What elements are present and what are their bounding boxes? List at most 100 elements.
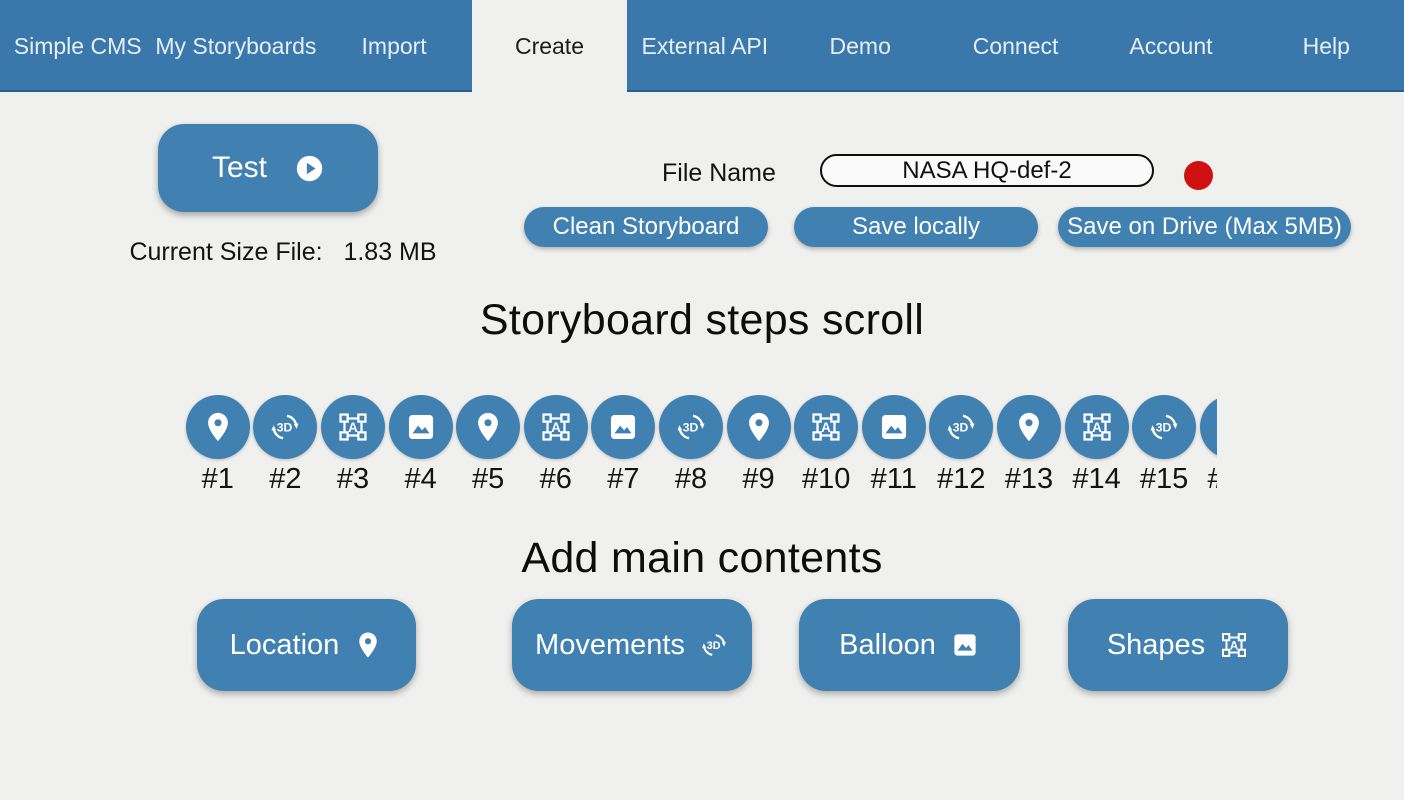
step-label: #12	[937, 463, 986, 495]
rotation-3d-icon: 3D	[699, 630, 729, 660]
svg-text:3D: 3D	[277, 421, 293, 435]
shapes-icon: A	[1219, 630, 1249, 660]
file-name-input[interactable]	[820, 154, 1154, 187]
storyboard-step-12[interactable]: 3D #12	[928, 395, 996, 503]
shapes-icon: A	[336, 410, 370, 444]
step-circle[interactable]: 3D	[1132, 395, 1197, 459]
storyboard-step-15[interactable]: 3D#15	[1130, 395, 1198, 503]
step-circle[interactable]: A	[320, 395, 385, 459]
shapes-icon: A	[809, 410, 843, 444]
location-icon	[353, 630, 383, 660]
nav-item-create[interactable]: Create	[471, 0, 628, 92]
nav-item-account[interactable]: Account	[1129, 32, 1213, 59]
step-label: #2	[269, 463, 302, 495]
nav-item-connect[interactable]: Connect	[972, 32, 1059, 59]
storyboard-steps-title: Storyboard steps scroll	[479, 296, 925, 344]
step-label: #3	[336, 463, 370, 495]
test-button-label: Test	[211, 151, 268, 184]
storyboard-step-14[interactable]: A #14	[1063, 395, 1131, 503]
image-icon	[404, 410, 438, 444]
storyboard-step-7[interactable]: #7	[590, 395, 658, 503]
location-icon	[201, 410, 235, 444]
test-button[interactable]: Test	[158, 124, 378, 212]
nav-item-demo[interactable]: Demo	[829, 32, 891, 59]
image-icon	[950, 630, 980, 660]
storyboard-step-10[interactable]: A #10	[792, 395, 860, 503]
svg-text:3D: 3D	[1156, 421, 1172, 435]
step-circle[interactable]	[996, 395, 1061, 459]
current-file-size-label: Current Size File:	[129, 238, 323, 266]
storyboard-step-5[interactable]: #5	[454, 395, 522, 503]
svg-text:3D: 3D	[707, 640, 721, 652]
storyboard-step-9[interactable]: #9	[725, 395, 793, 503]
add-balloon-button[interactable]: Balloon	[799, 599, 1020, 691]
step-label: #7	[607, 463, 640, 495]
step-circle[interactable]	[388, 395, 453, 459]
current-file-size-value: 1.83 MB	[343, 238, 437, 266]
storyboard-step-3[interactable]: A #3	[319, 395, 387, 503]
step-circle[interactable]	[591, 395, 656, 459]
location-icon	[1012, 410, 1046, 444]
add-shapes-button[interactable]: Shapes A	[1068, 599, 1288, 691]
step-circle[interactable]	[1199, 395, 1217, 459]
step-label: #5	[472, 463, 505, 495]
nav-item-import[interactable]: Import	[361, 32, 427, 59]
svg-text:A: A	[821, 420, 831, 435]
step-label: #10	[801, 463, 851, 495]
svg-text:A: A	[551, 420, 561, 435]
svg-text:A: A	[1092, 420, 1102, 435]
shapes-icon: A	[539, 410, 573, 444]
step-label: #6	[539, 463, 572, 495]
step-circle[interactable]: 3D	[929, 395, 994, 459]
nav-item-my-storyboards[interactable]: My Storyboards	[155, 32, 317, 59]
rotation-3d-icon: 3D	[268, 410, 302, 444]
step-circle[interactable]: A	[794, 395, 859, 459]
status-dot	[1184, 161, 1213, 190]
step-circle[interactable]	[185, 395, 250, 459]
storyboard-step-11[interactable]: #11	[860, 395, 928, 503]
storyboard-step-16[interactable]: #16	[1198, 395, 1217, 503]
step-label: #8	[674, 463, 708, 495]
step-label: #13	[1004, 463, 1054, 495]
step-circle[interactable]: 3D	[658, 395, 723, 459]
add-location-button[interactable]: Location	[197, 599, 416, 691]
step-circle[interactable]: A	[523, 395, 588, 459]
nav-item-help[interactable]: Help	[1302, 32, 1350, 59]
storyboard-steps-scroll[interactable]: #1 3D #2 A #3 #4 #5 A #6 #7 3D #8 #9 A #10 #11 3D #12 #13 A…	[184, 395, 1217, 503]
clean-storyboard-button[interactable]: Clean Storyboard	[524, 207, 768, 247]
add-shapes-label: Shapes	[1106, 628, 1206, 661]
shapes-icon: A	[1080, 410, 1114, 444]
step-label: #16	[1208, 463, 1218, 496]
svg-text:A: A	[348, 420, 358, 435]
current-file-size: Current Size File: 1.83 MB	[128, 238, 438, 267]
svg-text:3D: 3D	[953, 421, 969, 435]
storyboard-step-1[interactable]: #1	[184, 395, 252, 503]
play-circle-icon	[295, 154, 324, 183]
rotation-3d-icon: 3D	[944, 410, 978, 444]
rotation-3d-icon: 3D	[1147, 410, 1181, 444]
storyboard-step-6[interactable]: A #6	[522, 395, 590, 503]
svg-text:3D: 3D	[683, 421, 699, 435]
rotation-3d-icon: 3D	[674, 410, 708, 444]
step-label: #11	[870, 463, 917, 495]
nav-item-simple-cms[interactable]: Simple CMS	[13, 32, 142, 59]
step-circle[interactable]	[456, 395, 521, 459]
step-label: #1	[201, 463, 234, 495]
step-circle[interactable]: 3D	[253, 395, 318, 459]
save-locally-button[interactable]: Save locally	[794, 207, 1038, 247]
step-label: #9	[742, 463, 775, 495]
step-circle[interactable]	[861, 395, 926, 459]
storyboard-step-2[interactable]: 3D #2	[252, 395, 320, 503]
storyboard-step-13[interactable]: #13	[995, 395, 1063, 503]
location-icon	[1215, 410, 1217, 444]
step-label: #14	[1072, 463, 1121, 495]
storyboard-step-4[interactable]: #4	[387, 395, 455, 503]
step-circle[interactable]	[726, 395, 791, 459]
step-label: #4	[404, 463, 437, 495]
save-on-drive-button[interactable]: Save on Drive (Max 5MB)	[1058, 207, 1351, 247]
svg-text:A: A	[1230, 639, 1239, 653]
nav-item-external-api[interactable]: External API	[641, 32, 769, 59]
storyboard-step-8[interactable]: 3D #8	[657, 395, 725, 503]
step-circle[interactable]: A	[1064, 395, 1129, 459]
